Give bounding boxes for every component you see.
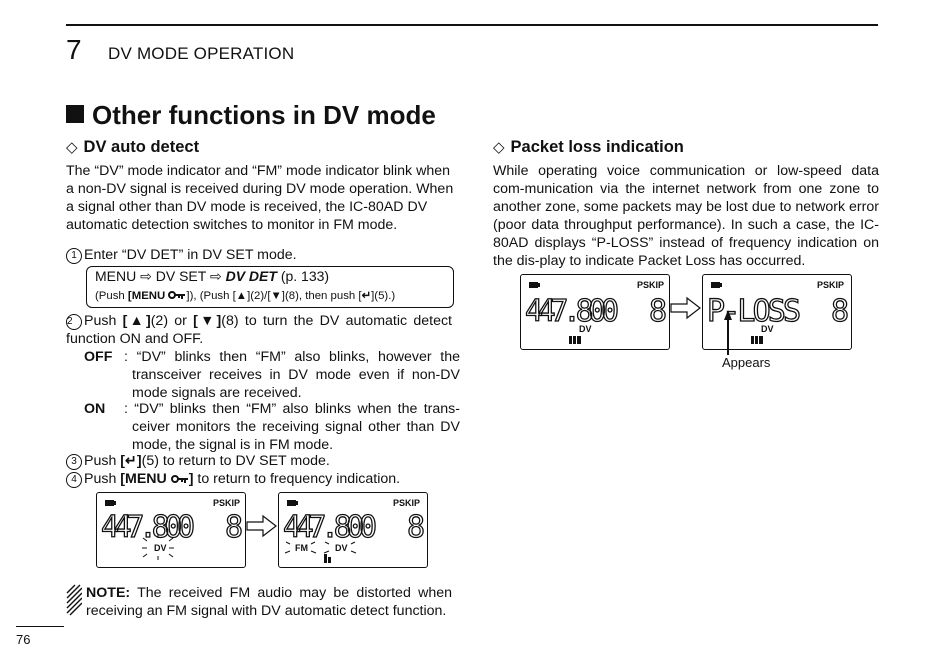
off-description: : “DV” blinks then “FM” also blinks, how… [124,349,460,401]
chapter-number: 7 [66,34,82,65]
header-rule [66,24,878,26]
lcd-mode-dv: DV [154,543,167,553]
arrow-right-icon [670,296,701,320]
note-text: NOTE: The received FM audio may be disto… [86,585,452,619]
lcd-channel-digit: 8 [649,294,667,329]
packet-loss-heading: ◇Packet loss indication [493,138,684,156]
lcd-display-frequency: PSKIP 447.800 8 DV [520,274,670,350]
lcd-display-dv-blink: PSKIP 447.800 8 DV [96,492,246,568]
lcd-mode-dv: DV [579,324,592,334]
menu-key-instructions: (Push [MENU ]), (Push [▲](2)/[▼](8), the… [95,290,396,302]
battery-icon [105,500,116,506]
section-title: Other functions in DV mode [66,100,436,131]
lcd-channel-digit: 8 [225,510,243,545]
arrow-right-icon [246,514,277,538]
diamond-icon: ◇ [493,139,505,156]
battery-icon [711,282,722,288]
lcd-frequency: 447.800 [283,510,377,545]
lcd-channel-digit: 8 [831,294,849,329]
menu-path: MENU ⇨ DV SET ⇨ DV DET (p. 133) [95,268,330,284]
pointer-arrow-icon [724,310,732,355]
blink-rays-icon [284,541,357,554]
key-icon [170,475,188,483]
on-description: : “DV” blinks then “FM” also blinks when… [124,401,460,453]
lcd-mode-fm: FM [295,543,308,553]
diamond-icon: ◇ [66,139,78,156]
lcd-display-fm-dv-blink: PSKIP 447.800 8 FM DV [278,492,428,568]
lcd-mode-dv: DV [761,324,774,334]
battery-icon [529,282,540,288]
square-bullet-icon [66,105,84,123]
key-icon [168,291,186,299]
pskip-indicator: PSKIP [213,498,240,508]
lcd-channel-digit: 8 [407,510,425,545]
signal-bar-icon [324,554,331,563]
on-label: ON [84,401,106,417]
lcd-frequency: 447.800 [101,510,195,545]
off-label: OFF [84,349,113,365]
dv-auto-detect-heading: ◇DV auto detect [66,138,200,156]
packet-loss-text: While operating voice communication or l… [493,163,879,269]
pskip-indicator: PSKIP [393,498,420,508]
blink-rays-icon [142,534,174,560]
signal-bar-icon [569,336,581,344]
note-icon [66,584,82,616]
pskip-indicator: PSKIP [637,280,664,290]
lcd-mode-dv: DV [335,543,348,553]
battery-icon [287,500,298,506]
menu-path-box: MENU ⇨ DV SET ⇨ DV DET (p. 133) (Push [M… [86,266,454,308]
appears-label: Appears [722,355,771,370]
footer-rule [16,626,64,627]
chapter-title: DV MODE OPERATION [108,44,295,63]
signal-bar-icon [751,336,763,344]
dv-auto-detect-intro: The “DV” mode indicator and “FM” mode in… [66,163,454,233]
lcd-frequency: 447.800 [525,294,619,329]
pskip-indicator: PSKIP [817,280,844,290]
page-number: 76 [16,632,31,647]
lcd-p-loss: P-LOSS [707,294,801,329]
